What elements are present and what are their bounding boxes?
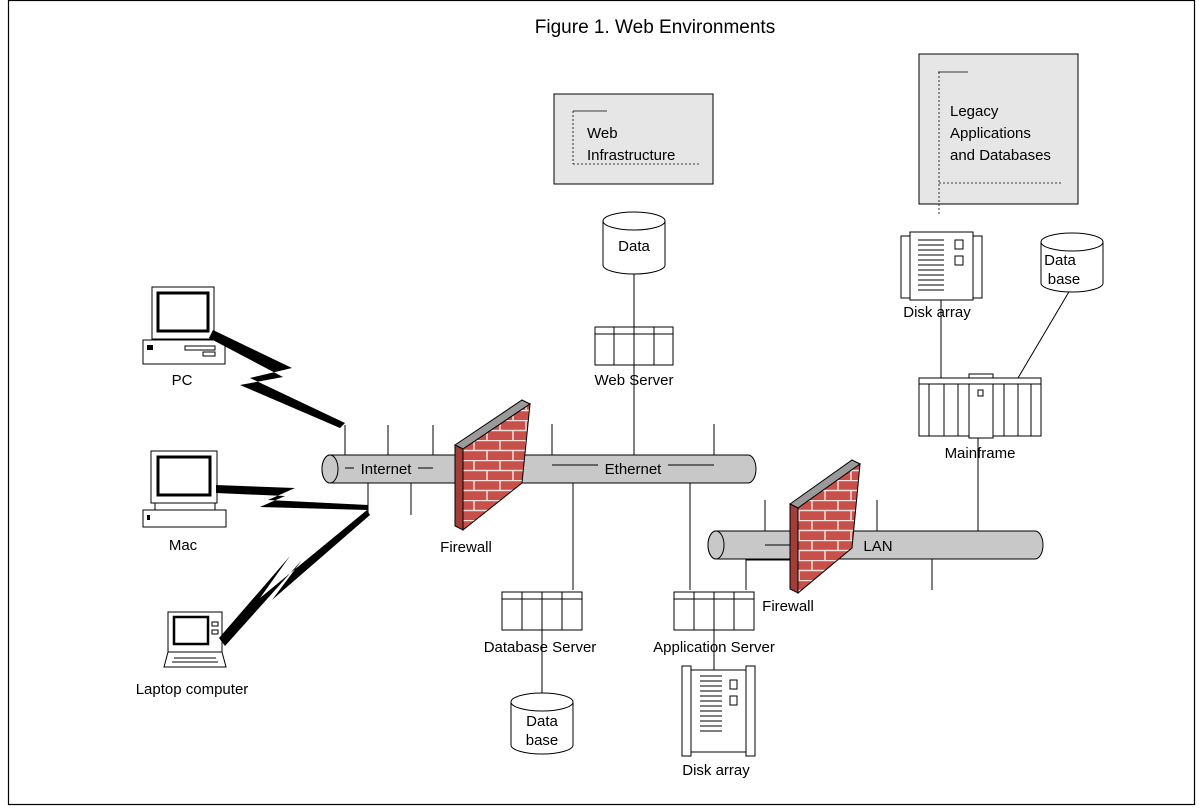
pc-label: PC [172, 372, 193, 389]
web-infrastructure-line-1: Web [587, 125, 618, 142]
legacy-line-3: and Databases [950, 147, 1051, 164]
disk-array-top-label: Disk array [903, 304, 971, 321]
legacy-line-1: Legacy [950, 103, 999, 120]
mainframe-db-label-1: Data [1044, 252, 1076, 269]
web-server: Web Server [594, 326, 674, 389]
laptop-computer: Laptop computer [136, 611, 249, 698]
firewall-right-label: Firewall [762, 598, 814, 615]
internet-label: Internet [361, 461, 413, 478]
mainframe-db-label-2: base [1048, 271, 1081, 288]
mainframe-label: Mainframe [945, 445, 1016, 462]
firewall-left-label: Firewall [440, 539, 492, 556]
laptop-lightning-bolt [219, 510, 370, 646]
ethernet-pipe: Ethernet [514, 454, 757, 484]
dbserver-database-cylinder: Data base [510, 692, 574, 755]
lan-label: LAN [863, 538, 892, 555]
disk-array-top: Disk array [900, 231, 983, 321]
disk-array-bottom: Disk array [681, 665, 756, 779]
firewall-left: Firewall [440, 399, 531, 556]
mac-label: Mac [169, 537, 198, 554]
pc-workstation: PC [142, 286, 226, 389]
web-infrastructure-line-2: Infrastructure [587, 147, 675, 164]
legacy-applications-box: Legacy Applications and Databases [918, 53, 1079, 215]
mainframe: Mainframe [918, 373, 1042, 462]
database-server-label: Database Server [484, 639, 597, 656]
mac-lightning-bolt [216, 485, 368, 510]
ethernet-label: Ethernet [605, 461, 663, 478]
database-server: Database Server [484, 591, 597, 656]
pc-lightning-bolt [209, 330, 345, 428]
figure-border [7, 0, 1196, 806]
mainframe-database-cylinder: Data base [1040, 232, 1104, 293]
web-data-cylinder: Data [602, 211, 666, 275]
laptop-label: Laptop computer [136, 681, 249, 698]
dbserver-db-label-1: Data [526, 713, 558, 730]
connection-lines [344, 274, 1071, 700]
application-server: Application Server [653, 591, 775, 656]
mac-workstation: Mac [142, 450, 227, 554]
web-server-label: Web Server [595, 372, 674, 389]
disk-array-bottom-label: Disk array [682, 762, 750, 779]
figure-title: Figure 1. Web Environments [535, 17, 775, 38]
application-server-label: Application Server [653, 639, 775, 656]
wireless-link-bolts [209, 330, 370, 646]
web-infrastructure-box: Web Infrastructure [553, 93, 714, 185]
dbserver-db-label-2: base [526, 732, 559, 749]
firewall-right: Firewall [762, 459, 861, 615]
web-data-label: Data [618, 238, 650, 255]
lan-pipe: LAN [707, 530, 1044, 590]
legacy-line-2: Applications [950, 125, 1031, 142]
